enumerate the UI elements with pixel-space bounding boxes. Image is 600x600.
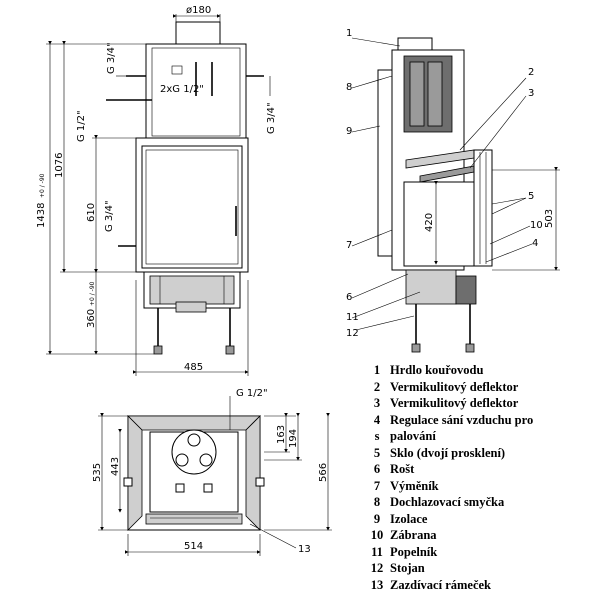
front-width-label: 485 (184, 362, 203, 373)
dim-163-label: 163 (276, 425, 287, 444)
connection-left-low-label: G 3/4" (104, 200, 115, 232)
callout-7: 7 (346, 240, 352, 251)
top-width-label: 514 (184, 541, 203, 552)
connection-top-center-label: 2xG 1/2" (160, 84, 204, 95)
top-view: G 1/2" 535 443 163 194 566 514 13 (92, 388, 332, 556)
callout-2: 2 (528, 67, 534, 78)
dim-535-label: 535 (92, 463, 103, 482)
side-view: 420 503 1 2 3 4 5 6 7 8 9 10 11 12 (346, 28, 560, 353)
callout-13: 13 (298, 544, 311, 555)
callout-11: 11 (346, 312, 359, 323)
height-total-tolerance: +0 / -90 (39, 173, 46, 198)
callout-10: 10 (530, 220, 543, 231)
top-connection-label: G 1/2" (236, 388, 268, 399)
height-stand-tolerance: +0 / -90 (89, 281, 96, 306)
door-height-label: 420 (424, 213, 435, 232)
front-view: ø180 1438 +0 / -90 1076 360 +0 / -90 610… (36, 5, 277, 376)
height-610-label: 610 (86, 203, 97, 222)
height-total-label: 1438 (36, 203, 47, 228)
height-503-label: 503 (544, 209, 555, 228)
flue-diameter-label: ø180 (186, 5, 211, 16)
connection-left-mid-label: G 1/2" (76, 110, 87, 142)
callout-5: 5 (528, 191, 534, 202)
callout-4: 4 (532, 238, 538, 249)
callout-3: 3 (528, 88, 534, 99)
callout-8: 8 (346, 82, 352, 93)
callout-12: 12 (346, 328, 359, 339)
height-stand-label: 360 (86, 309, 97, 328)
connection-top-left-label: G 3/4" (106, 42, 117, 74)
callout-6: 6 (346, 292, 352, 303)
dim-443-label: 443 (110, 457, 121, 476)
connection-right-label: G 3/4" (266, 102, 277, 134)
dim-194-label: 194 (288, 429, 299, 448)
callout-1: 1 (346, 28, 352, 39)
height-body-label: 1076 (54, 153, 65, 178)
callout-9: 9 (346, 126, 352, 137)
dim-566-label: 566 (318, 463, 329, 482)
